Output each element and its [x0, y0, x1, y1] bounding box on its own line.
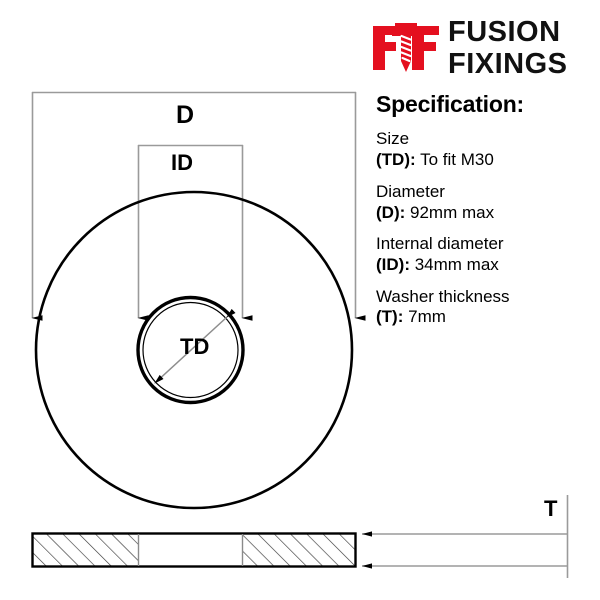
dimension-label-id: ID — [171, 150, 193, 175]
spec-row-internal-diameter: Internal diameter (ID): 34mm max — [376, 234, 592, 275]
td-dimension-arrow — [154, 308, 236, 384]
washer-plan-view — [34, 190, 354, 510]
spec-value-size: (TD): To fit M30 — [376, 150, 592, 171]
brand-wordmark: FUSION FIXINGS — [448, 16, 568, 81]
spec-value-diameter: (D): 92mm max — [376, 203, 592, 224]
spec-label-size: Size — [376, 129, 410, 149]
t-dimension-lines — [362, 495, 569, 578]
spec-label-internal-diameter: Internal diameter — [376, 234, 504, 254]
brand-logo: FUSION FIXINGS — [372, 14, 594, 84]
brand-line-1: FUSION — [448, 16, 561, 48]
screw-f-logo-icon — [373, 23, 439, 72]
spec-value-thickness: (T): 7mm — [376, 307, 592, 328]
spec-row-diameter: Diameter (D): 92mm max — [376, 182, 592, 223]
dimension-label-t: T — [544, 496, 558, 521]
spec-label-thickness: Washer thickness — [376, 286, 510, 306]
spec-key-t: (T): — [376, 307, 404, 327]
spec-key-d: (D): — [376, 202, 406, 222]
dimension-label-td: TD — [180, 334, 210, 359]
specification-title: Specification: — [376, 91, 525, 117]
brand-line-2: FIXINGS — [448, 48, 568, 81]
spec-value-internal-diameter: (ID): 34mm max — [376, 255, 592, 276]
spec-val-t: 7mm — [408, 307, 446, 327]
dimension-label-d: D — [176, 101, 195, 129]
spec-val-td: To fit M30 — [420, 150, 494, 170]
spec-key-id: (ID): — [376, 254, 410, 274]
spec-val-id: 34mm max — [414, 254, 499, 274]
d-dimension-extension-lines — [31, 91, 366, 321]
spec-key-td: (TD): — [376, 150, 416, 170]
spec-row-size: Size (TD): To fit M30 — [376, 129, 592, 170]
spec-val-d: 92mm max — [410, 202, 495, 222]
spec-label-diameter: Diameter — [376, 181, 445, 201]
washer-cross-section — [31, 532, 357, 568]
spec-row-thickness: Washer thickness (T): 7mm — [376, 287, 592, 328]
id-dimension-extension-lines — [137, 144, 253, 321]
specification-panel: Specification: Size (TD): To fit M30 Dia… — [376, 91, 592, 339]
